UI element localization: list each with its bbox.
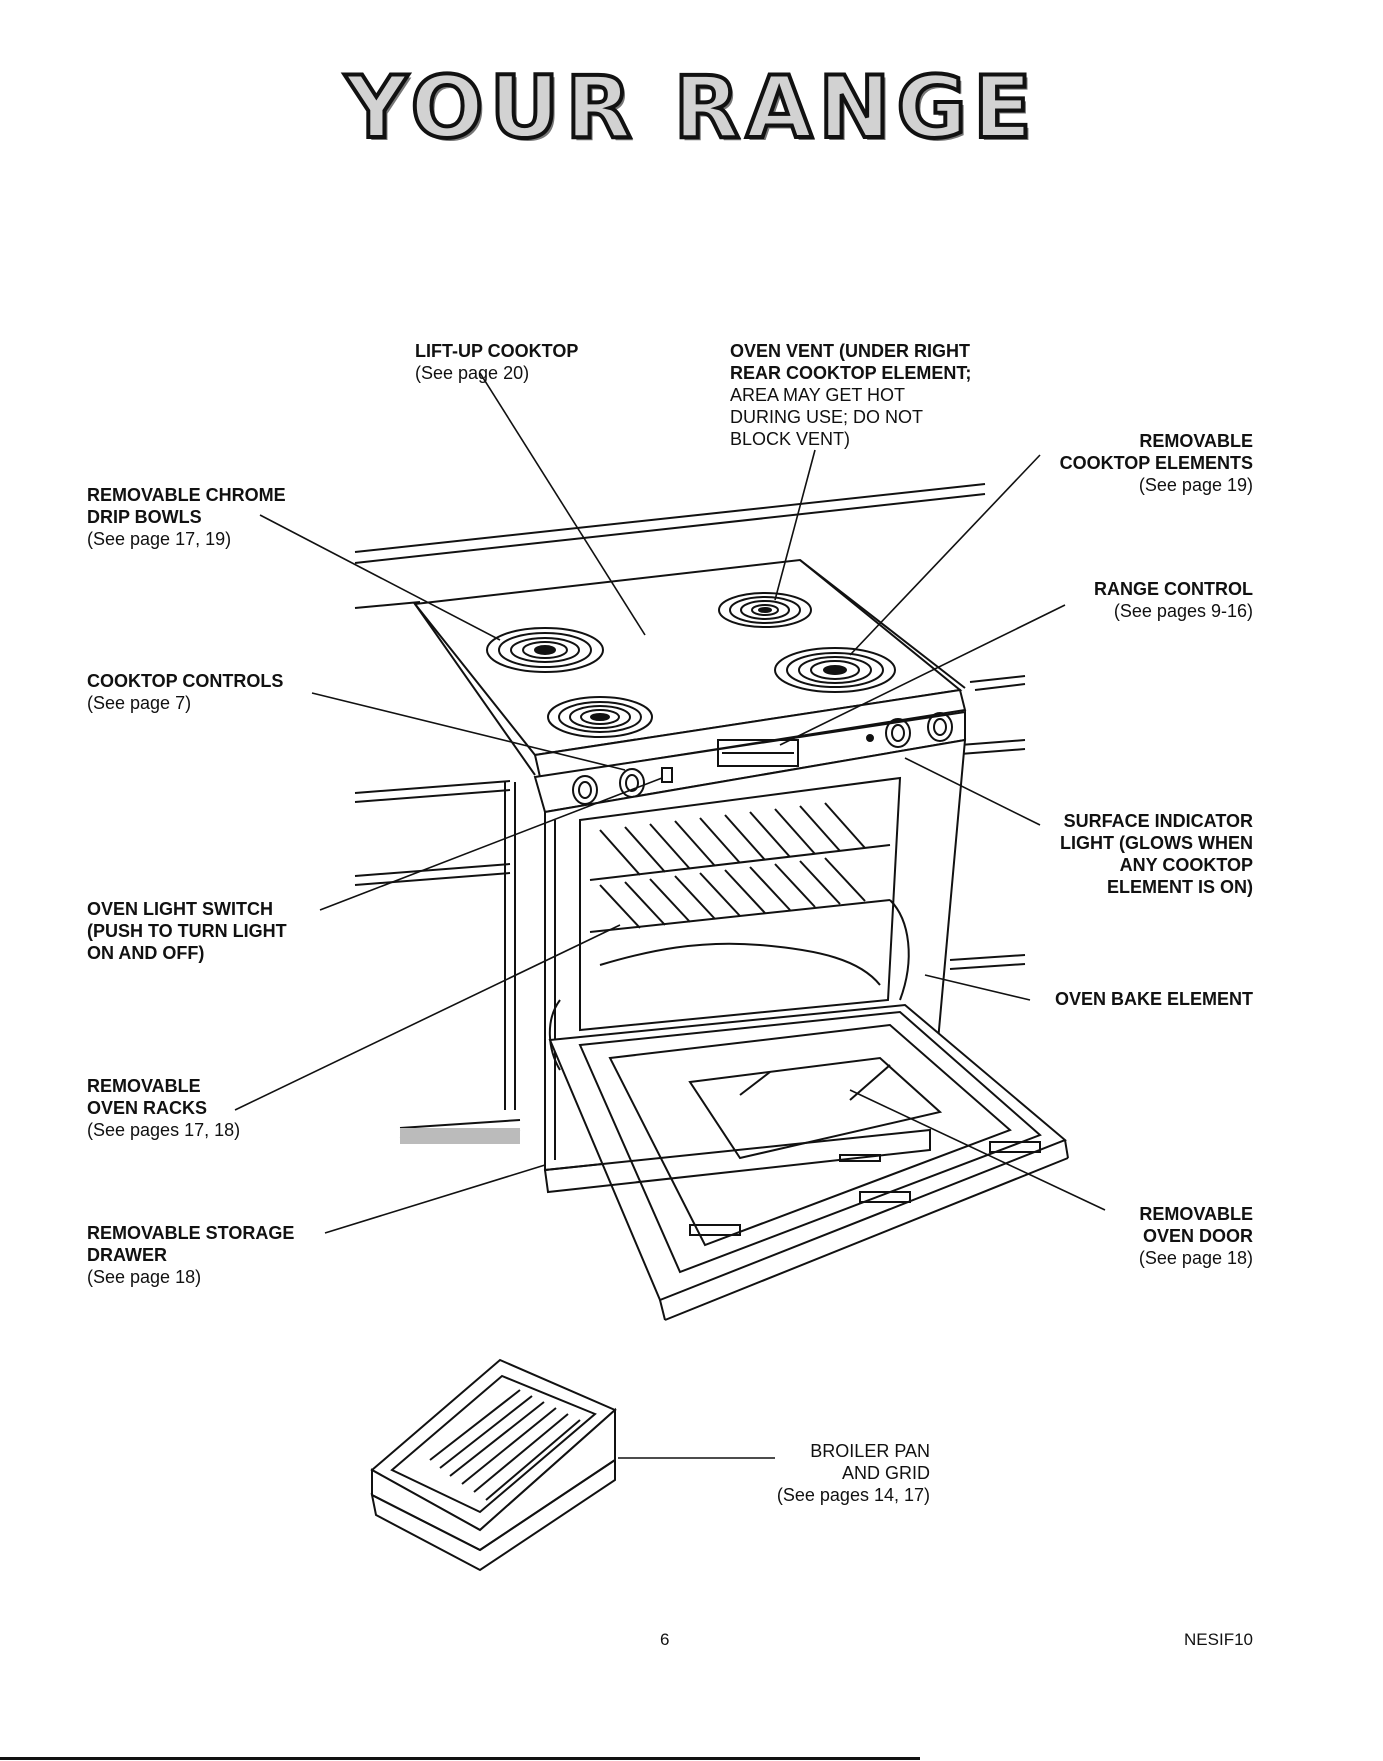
label-cooktop-elements: REMOVABLE COOKTOP ELEMENTS (See page 19) — [1060, 430, 1253, 496]
oven-racks — [599, 802, 866, 929]
label-line: REMOVABLE — [87, 1076, 201, 1096]
document-code: NESIF10 — [1184, 1630, 1253, 1649]
label-line: REMOVABLE — [1139, 431, 1253, 451]
leader-oven-door — [849, 1089, 1106, 1211]
label-oven-door: REMOVABLE OVEN DOOR (See page 18) — [1139, 1203, 1253, 1269]
label-line: REMOVABLE CHROME — [87, 485, 286, 505]
label-cooktop-controls: COOKTOP CONTROLS (See page 7) — [87, 670, 283, 714]
label-line: OVEN LIGHT SWITCH — [87, 899, 273, 919]
countertop-lines — [354, 483, 1026, 1144]
burner-right-rear — [718, 592, 812, 628]
label-oven-vent: OVEN VENT (UNDER RIGHT REAR COOKTOP ELEM… — [730, 340, 971, 450]
label-broiler-pan: BROILER PAN AND GRID (See pages 14, 17) — [777, 1440, 930, 1506]
page-number: 6 — [660, 1630, 670, 1649]
leader-oven-light-switch — [319, 777, 663, 911]
leader-oven-racks — [234, 924, 621, 1111]
label-ref: (See pages 9-16) — [1113, 601, 1253, 621]
label-ref: (See page 18) — [87, 1267, 202, 1287]
label-line: DURING USE; DO NOT — [730, 407, 924, 427]
label-ref: (See pages 17, 18) — [87, 1120, 241, 1140]
label-line: LIGHT (GLOWS WHEN — [1060, 833, 1253, 853]
label-line: BLOCK VENT) — [730, 429, 851, 449]
burner-right-front — [774, 647, 896, 693]
leader-surface-indicator — [904, 757, 1041, 826]
label-line: REAR COOKTOP ELEMENT; — [730, 363, 972, 383]
label-name: LIFT-UP COOKTOP — [415, 341, 579, 361]
label-line: BROILER PAN — [810, 1441, 930, 1461]
label-oven-light-switch: OVEN LIGHT SWITCH (PUSH TO TURN LIGHT ON… — [87, 898, 287, 964]
label-line: DRAWER — [87, 1245, 167, 1265]
label-line: DRIP BOWLS — [87, 507, 202, 527]
label-storage-drawer: REMOVABLE STORAGE DRAWER (See page 18) — [87, 1222, 294, 1288]
leader-drip-bowls — [259, 514, 501, 641]
label-ref: (See page 19) — [1138, 475, 1253, 495]
label-oven-racks: REMOVABLE OVEN RACKS (See pages 17, 18) — [87, 1075, 240, 1141]
label-line: COOKTOP ELEMENTS — [1059, 453, 1253, 473]
leader-range-control — [779, 604, 1066, 746]
page-title: YOUR RANGE — [343, 56, 1038, 160]
leader-cooktop-elements — [849, 454, 1041, 656]
cooktop — [413, 558, 967, 779]
label-bake-element: OVEN BAKE ELEMENT — [1055, 988, 1253, 1010]
leader-storage-drawer — [324, 1164, 546, 1234]
label-ref: (See page 7) — [87, 693, 192, 713]
leader-bake-element — [924, 974, 1031, 1001]
leader-cooktop-controls — [311, 692, 626, 771]
broiler-pan — [370, 1358, 617, 1572]
label-line: OVEN VENT (UNDER RIGHT — [730, 341, 971, 361]
label-ref: (See page 20) — [415, 363, 530, 383]
label-line: OVEN RACKS — [87, 1098, 208, 1118]
label-line: REMOVABLE — [1139, 1204, 1253, 1224]
label-line: AND GRID — [841, 1463, 930, 1483]
label-line: ANY COOKTOP — [1119, 855, 1253, 875]
label-line: AREA MAY GET HOT — [730, 385, 906, 405]
burner-left-rear — [486, 627, 604, 673]
label-name: COOKTOP CONTROLS — [87, 671, 284, 691]
label-name: RANGE CONTROL — [1094, 579, 1253, 599]
label-lift-up-cooktop: LIFT-UP COOKTOP (See page 20) — [415, 340, 578, 384]
label-line: REMOVABLE STORAGE — [87, 1223, 295, 1243]
label-line: ON AND OFF) — [87, 943, 205, 963]
label-line: OVEN DOOR — [1142, 1226, 1253, 1246]
bake-element — [599, 942, 881, 986]
storage-drawer — [543, 1128, 931, 1194]
label-range-control: RANGE CONTROL (See pages 9-16) — [1094, 578, 1253, 622]
label-drip-bowls: REMOVABLE CHROME DRIP BOWLS (See page 17… — [87, 484, 286, 550]
label-ref: (See pages 14, 17) — [776, 1485, 930, 1505]
burner-left-front — [547, 696, 653, 738]
leader-lift-up-cooktop — [479, 372, 646, 636]
label-ref: (See page 17, 19) — [87, 529, 232, 549]
label-line: SURFACE INDICATOR — [1063, 811, 1253, 831]
label-line: ELEMENT IS ON) — [1106, 877, 1253, 897]
leader-oven-vent — [774, 449, 816, 601]
bottom-rule — [0, 1757, 920, 1760]
label-ref: (See page 18) — [1138, 1248, 1253, 1268]
label-surface-indicator: SURFACE INDICATOR LIGHT (GLOWS WHEN ANY … — [1060, 810, 1253, 898]
label-line: (PUSH TO TURN LIGHT — [87, 921, 287, 941]
leader-lines — [234, 372, 1106, 1459]
label-name: OVEN BAKE ELEMENT — [1054, 989, 1253, 1009]
oven-door — [548, 899, 1069, 1321]
